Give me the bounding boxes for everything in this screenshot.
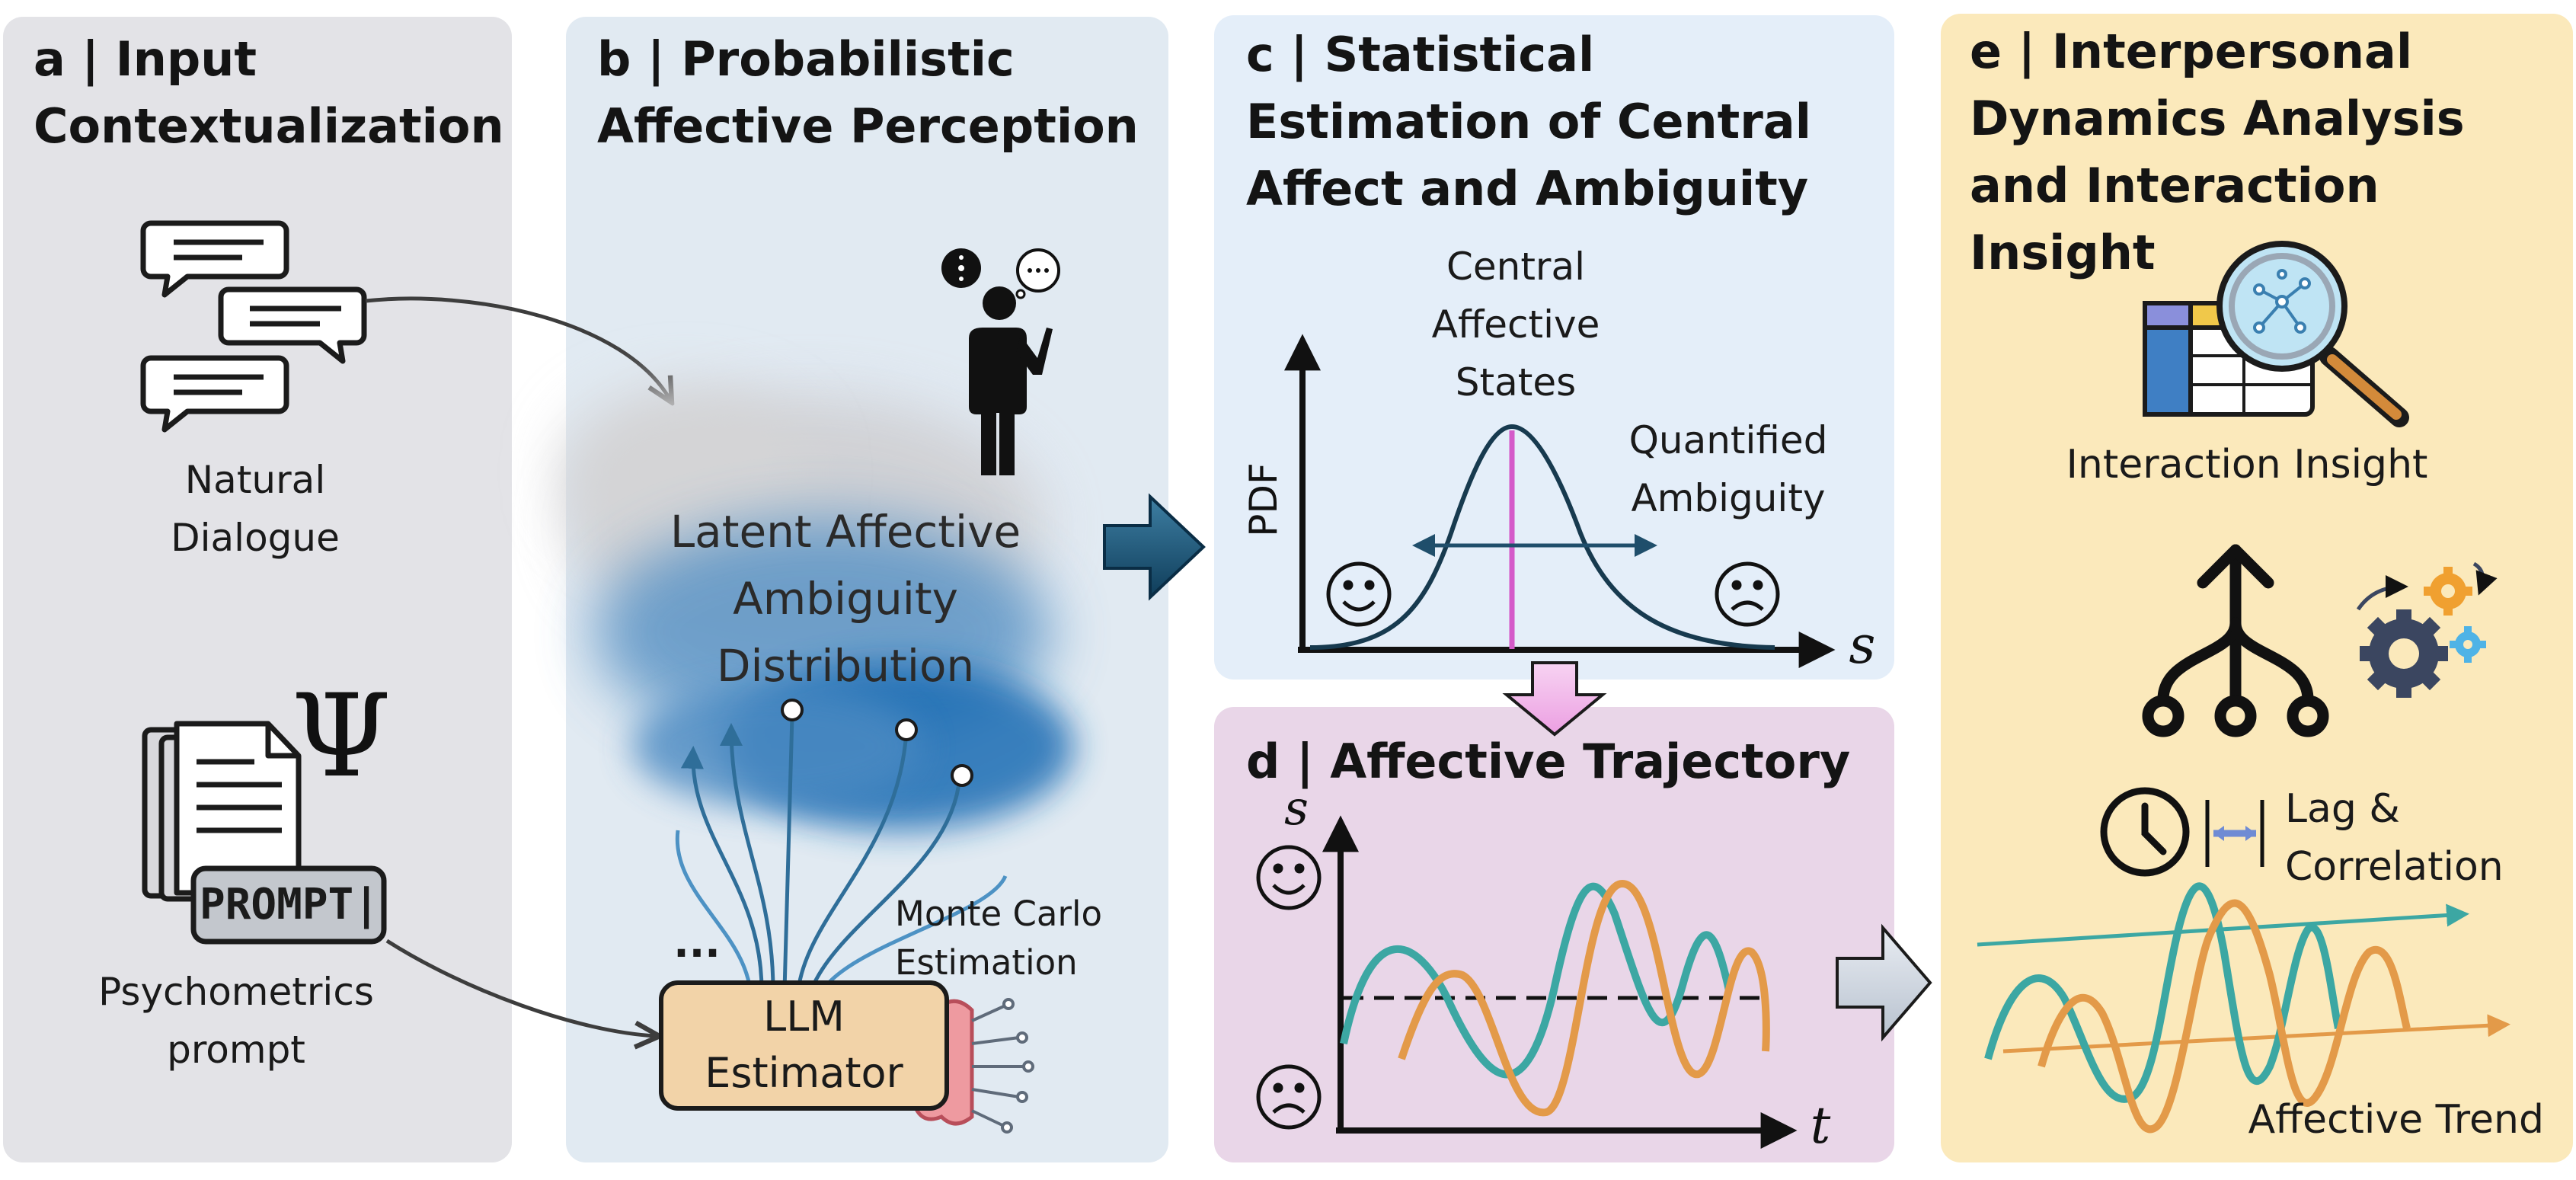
llm-estimator-box bbox=[659, 980, 949, 1111]
panel-d bbox=[1214, 707, 1894, 1162]
lag-indicator bbox=[2205, 800, 2264, 867]
natural-dialogue-label: Natural Dialogue bbox=[145, 451, 366, 567]
panel-b-title: b | Probabilistic Affective Perception bbox=[597, 26, 1139, 160]
natural-dialogue-line2: Dialogue bbox=[171, 516, 340, 560]
panel-e-title: e | Interpersonal Dynamics Analysis and … bbox=[1970, 18, 2576, 286]
dialogue-arrow bbox=[365, 296, 670, 400]
latent-line3: Distribution bbox=[716, 640, 975, 692]
latent-distribution-label: Latent Affective Ambiguity Distribution bbox=[632, 498, 1059, 699]
branch-icon bbox=[2142, 544, 2329, 737]
teal-trajectory bbox=[1340, 882, 1733, 1079]
s-axis-label-d: s bbox=[1284, 780, 1309, 836]
llm-line2: Estimator bbox=[705, 1049, 903, 1097]
latent-line2: Ambiguity bbox=[733, 573, 958, 625]
panel-e-title-line2: Dynamics Analysis bbox=[1970, 91, 2465, 146]
panel-a-title: a | Input Contextualization bbox=[34, 26, 504, 160]
panel-b-title-line1: b | Probabilistic bbox=[597, 31, 1015, 87]
quantified-line2: Ambiguity bbox=[1631, 476, 1826, 520]
lag-line2: Correlation bbox=[2285, 844, 2504, 890]
psychometrics-line2: prompt bbox=[167, 1028, 305, 1072]
prompt-arrow bbox=[385, 939, 657, 1036]
central-line3-text: States bbox=[1455, 360, 1577, 405]
orange-trajectory bbox=[1398, 879, 1770, 1117]
psychometrics-line1: Psychometrics bbox=[98, 970, 374, 1014]
panel-c bbox=[1214, 15, 1894, 680]
panel-c-title: c | Statistical Estimation of Central Af… bbox=[1246, 21, 1811, 222]
llm-line1: LLM bbox=[763, 993, 845, 1041]
central-line2-text: Affective bbox=[1431, 302, 1600, 347]
teal-trend-wave bbox=[1984, 882, 2342, 1103]
central-line1-text: Central bbox=[1446, 245, 1586, 289]
panel-c-title-line2: Estimation of Central bbox=[1246, 94, 1811, 149]
gray-right-arrow bbox=[1836, 923, 1932, 1042]
orange-trend-wave bbox=[2037, 899, 2411, 1134]
pdf-axis-label: PDF bbox=[1242, 462, 1286, 536]
monte-carlo-label: Monte Carlo Estimation bbox=[895, 890, 1108, 987]
pdf-curve bbox=[1309, 424, 1775, 650]
panel-a bbox=[3, 17, 512, 1162]
latent-distribution-cloud bbox=[564, 389, 1074, 830]
frown-icon bbox=[1715, 561, 1780, 627]
central-affective-states-label: Central Affective States bbox=[1401, 238, 1630, 411]
trajectory-chart bbox=[1322, 815, 1798, 1149]
sample-points bbox=[781, 699, 973, 787]
quantified-line1: Quantified bbox=[1628, 418, 1828, 462]
psi-symbol: Ψ bbox=[291, 670, 392, 803]
panel-d-title-text: d | Affective Trajectory bbox=[1246, 734, 1851, 789]
clock-icon bbox=[2100, 787, 2190, 877]
smile-icon-d bbox=[1256, 845, 1322, 910]
s-axis-label: s bbox=[1849, 616, 1876, 676]
interaction-insight-label: Interaction Insight bbox=[2066, 442, 2428, 488]
smile-icon bbox=[1326, 561, 1392, 627]
document-stack-icon bbox=[142, 721, 387, 945]
ellipsis-label: ... bbox=[673, 919, 721, 967]
t-axis-label: t bbox=[1811, 1096, 1831, 1155]
table-magnifier-icon bbox=[2143, 241, 2409, 427]
pink-down-arrow bbox=[1502, 661, 1607, 737]
affective-trend-label: Affective Trend bbox=[2248, 1097, 2544, 1143]
panel-e-title-line1: e | Interpersonal bbox=[1970, 24, 2413, 79]
monte-carlo-line2: Estimation bbox=[895, 942, 1078, 983]
panel-d-title: d | Affective Trajectory bbox=[1246, 728, 1850, 795]
quantified-ambiguity-label: Quantified Ambiguity bbox=[1603, 411, 1854, 527]
big-navy-arrow bbox=[1103, 493, 1206, 601]
panel-a-title-line1: a | Input bbox=[34, 31, 257, 87]
panel-a-title-line2: Contextualization bbox=[34, 98, 504, 154]
chat-bubbles-icon bbox=[140, 220, 367, 433]
monte-carlo-line1: Monte Carlo bbox=[895, 894, 1103, 934]
latent-line1: Latent Affective bbox=[670, 506, 1021, 558]
lag-line1: Lag & bbox=[2285, 786, 2400, 832]
sample-arrows bbox=[675, 715, 1008, 992]
panel-e-title-line3: and Interaction Insight bbox=[1970, 158, 2379, 280]
llm-estimator-label: LLM Estimator bbox=[661, 989, 947, 1102]
psychometrics-label: Psychometrics prompt bbox=[76, 963, 396, 1079]
frown-icon-d bbox=[1256, 1064, 1322, 1130]
pdf-chart bbox=[1284, 334, 1836, 668]
panel-c-title-line3: Affect and Ambiguity bbox=[1246, 161, 1809, 216]
person-thinking-icon bbox=[941, 248, 1060, 475]
prompt-tag-text: PROMPT| bbox=[200, 880, 379, 929]
natural-dialogue-line1: Natural bbox=[184, 458, 326, 502]
gears-icon bbox=[2356, 561, 2498, 698]
affective-trend-chart bbox=[1977, 882, 2510, 1134]
lag-correlation-label: Lag & Correlation bbox=[2285, 780, 2536, 896]
panel-b-title-line2: Affective Perception bbox=[597, 98, 1139, 154]
panel-c-title-line1: c | Statistical bbox=[1246, 27, 1595, 82]
